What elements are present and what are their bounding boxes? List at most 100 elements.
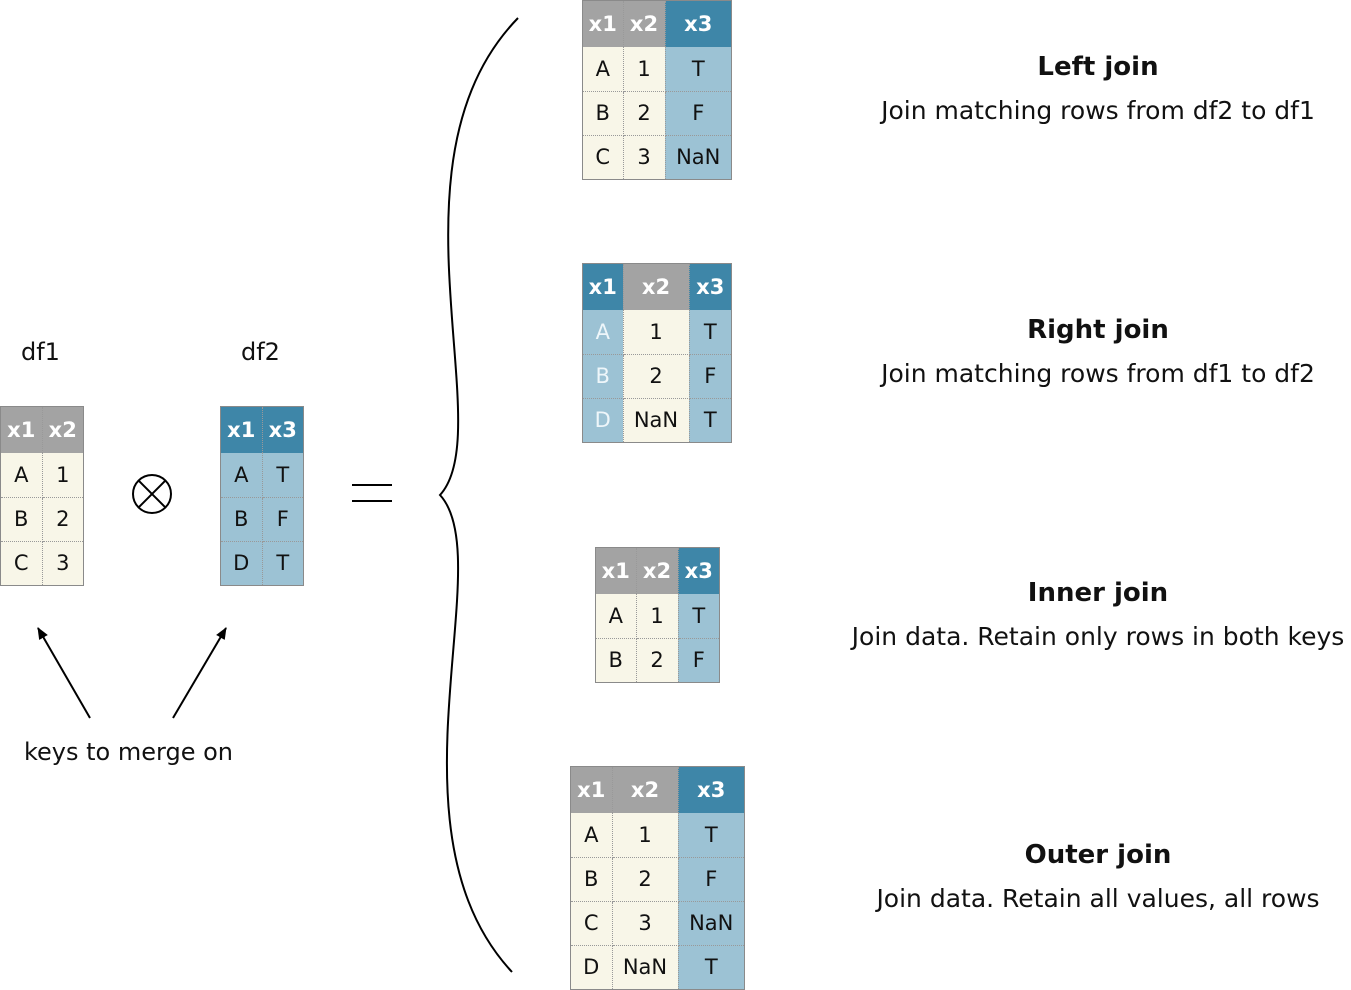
- outer-join-table: x1 x2 x3 A 1 T B 2 F C 3 NaN D NaN T: [570, 766, 745, 990]
- table-cell: B: [583, 91, 624, 136]
- table-row: A 1 T: [571, 813, 744, 858]
- table-cell: F: [262, 497, 303, 542]
- column-header: x2: [612, 767, 679, 813]
- right-join-description: Join matching rows from df1 to df2: [881, 359, 1315, 388]
- column-header: x2: [42, 407, 83, 453]
- table-cell: T: [262, 541, 303, 585]
- key-arrow-df1: [37, 627, 91, 719]
- table-row: D NaN T: [583, 398, 731, 442]
- table-row: A 1: [1, 453, 83, 498]
- table-cell: 1: [612, 813, 679, 858]
- table-row: B 2 F: [596, 638, 719, 682]
- table-cell: NaN: [623, 398, 690, 442]
- table-row: D NaN T: [571, 945, 744, 989]
- table-cell: 3: [623, 135, 666, 179]
- inner-join-table: x1 x2 x3 A 1 T B 2 F: [595, 547, 720, 683]
- table-cell: T: [262, 453, 303, 498]
- table-cell: NaN: [665, 135, 731, 179]
- table-cell: 2: [636, 638, 679, 682]
- column-header: x3: [689, 264, 731, 310]
- left-join-title: Left join: [1037, 52, 1159, 82]
- column-header: x1: [596, 548, 637, 594]
- table-cell: B: [583, 354, 624, 399]
- column-header: x3: [665, 1, 731, 47]
- table-cell: 2: [612, 857, 679, 902]
- column-header: x1: [1, 407, 43, 453]
- column-header: x1: [583, 1, 624, 47]
- equals-sign: [352, 482, 392, 504]
- table-cell: T: [678, 594, 719, 639]
- table-cell: T: [665, 47, 731, 92]
- keys-caption: keys to merge on: [24, 738, 233, 766]
- table-cell: T: [689, 310, 731, 355]
- table-cell: D: [221, 541, 263, 585]
- table-cell: F: [678, 857, 744, 902]
- table-cell: 3: [42, 541, 83, 585]
- table-cell: T: [678, 813, 744, 858]
- table-cell: C: [1, 541, 43, 585]
- table-cell: T: [689, 398, 731, 442]
- column-header: x2: [623, 1, 666, 47]
- column-header: x1: [583, 264, 624, 310]
- table-cell: 3: [612, 901, 679, 946]
- column-header: x3: [678, 548, 719, 594]
- df2-table: x1 x3 A T B F D T: [220, 406, 304, 586]
- key-arrow-df2: [172, 627, 227, 719]
- right-join-table: x1 x2 x3 A 1 T B 2 F D NaN T: [582, 263, 732, 443]
- column-header: x3: [678, 767, 744, 813]
- table-cell: B: [571, 857, 613, 902]
- table-cell: A: [583, 310, 624, 355]
- table-cell: D: [571, 945, 613, 989]
- column-header: x1: [221, 407, 263, 453]
- table-cell: B: [221, 497, 263, 542]
- column-header: x3: [262, 407, 303, 453]
- table-cell: NaN: [612, 945, 679, 989]
- outer-join-title: Outer join: [1024, 840, 1172, 870]
- outer-join-description: Join data. Retain all values, all rows: [876, 884, 1320, 913]
- table-cell: 1: [623, 47, 666, 92]
- table-cell: C: [571, 901, 613, 946]
- table-row: C 3 NaN: [583, 135, 731, 179]
- left-join-description: Join matching rows from df2 to df1: [881, 96, 1315, 125]
- table-cell: F: [665, 91, 731, 136]
- df2-label: df2: [241, 338, 280, 366]
- table-cell: A: [1, 453, 43, 498]
- table-cell: B: [1, 497, 43, 542]
- table-cell: F: [678, 638, 719, 682]
- table-cell: 2: [623, 354, 690, 399]
- table-row: B F: [221, 497, 303, 542]
- table-cell: 2: [42, 497, 83, 542]
- inner-join-description: Join data. Retain only rows in both keys: [851, 622, 1345, 651]
- table-cell: A: [596, 594, 637, 639]
- column-header: x1: [571, 767, 613, 813]
- table-cell: 1: [42, 453, 83, 498]
- df1-table: x1 x2 A 1 B 2 C 3: [0, 406, 84, 586]
- table-cell: A: [221, 453, 263, 498]
- table-cell: C: [583, 135, 624, 179]
- column-header: x2: [623, 264, 690, 310]
- table-cell: D: [583, 398, 624, 442]
- table-row: A 1 T: [583, 47, 731, 92]
- column-header: x2: [636, 548, 679, 594]
- table-row: A T: [221, 453, 303, 498]
- table-row: B 2 F: [571, 857, 744, 902]
- inner-join-title: Inner join: [1027, 578, 1169, 608]
- table-row: C 3 NaN: [571, 901, 744, 946]
- table-row: B 2 F: [583, 91, 731, 136]
- table-cell: F: [689, 354, 731, 399]
- table-cell: 1: [636, 594, 679, 639]
- cross-join-icon: [132, 474, 172, 514]
- table-cell: T: [678, 945, 744, 989]
- table-row: D T: [221, 541, 303, 585]
- curly-brace: [438, 17, 519, 973]
- table-cell: A: [583, 47, 624, 92]
- table-cell: NaN: [678, 901, 744, 946]
- table-row: C 3: [1, 541, 83, 585]
- table-row: B 2: [1, 497, 83, 542]
- left-join-table: x1 x2 x3 A 1 T B 2 F C 3 NaN: [582, 0, 732, 180]
- right-join-title: Right join: [1027, 315, 1169, 345]
- df1-label: df1: [21, 338, 60, 366]
- table-cell: 1: [623, 310, 690, 355]
- table-cell: B: [596, 638, 637, 682]
